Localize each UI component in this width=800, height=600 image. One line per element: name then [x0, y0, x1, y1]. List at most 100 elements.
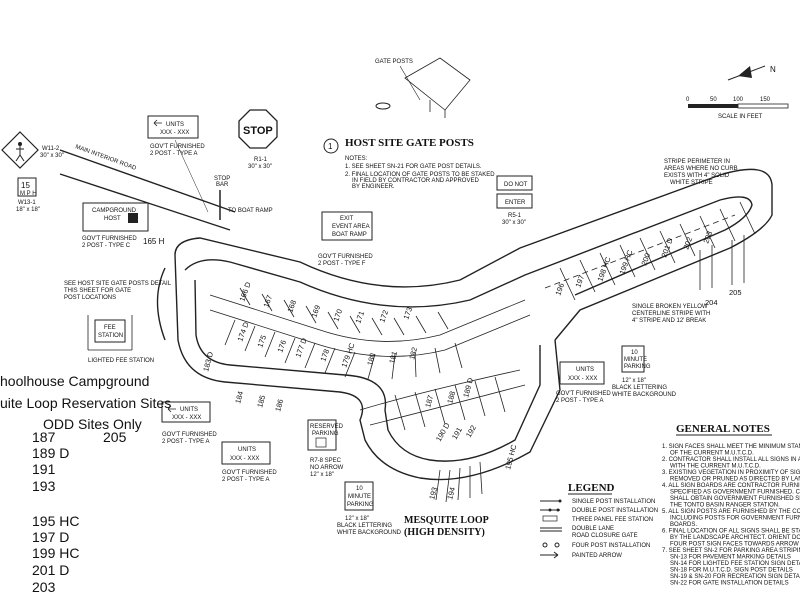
host-note-2: 2. FINAL LOCATION OF GATE POSTS TO BE ST… [345, 172, 495, 178]
general-note-line: 4. ALL SIGN BOARDS ARE CONTRACTOR FURNIS… [662, 483, 800, 489]
tm-bottom-3: PARKING [347, 502, 374, 508]
general-note-line: SHALL OBTAIN GOVERNMENT FURNISHED SIGN B… [670, 496, 800, 502]
general-note-line: SN-14 FOR LIGHTED FEE STATION SIGN DETAI… [670, 561, 800, 567]
tm-right-spec-2: BLACK LETTERING [612, 385, 667, 391]
tm-bottom-1: 10 [356, 486, 363, 492]
w13-spec-1: W13-1 [18, 200, 36, 206]
centerline-note-2: CENTERLINE STRIPE WITH [632, 311, 710, 317]
scale-tick-0: 0 [686, 97, 690, 103]
scale-tick-150: 150 [760, 97, 771, 103]
units-left-range: XXX - XXX [172, 415, 201, 421]
exit-label-2: EVENT AREA [332, 224, 370, 230]
govt-2post-a-1: GOV'T FURNISHED [150, 144, 205, 150]
r78-spec-1: R7-8 SPEC [310, 458, 342, 464]
legend: LEGEND SINGLE POST INSTALLATION DOUBLE P… [540, 482, 658, 559]
reserved-parking-sign: RESERVED PARKING R7-8 SPEC NO ARROW 12" … [307, 419, 344, 478]
stripe-note-1: STRIPE PERIMETER IN [664, 159, 730, 165]
centerline-note-1: SINGLE BROKEN YELLOW [632, 304, 708, 310]
site-number-label: 196 [553, 282, 566, 297]
units-range: XXX - XXX [160, 130, 189, 136]
host-note-1: 1. SEE SHEET SN-21 FOR GATE POST DETAILS… [345, 164, 482, 170]
general-note-line: WITH THE CURRENT M.U.T.C.D. [670, 464, 761, 470]
units-sign-top: UNITS XXX - XXX GOV'T FURNISHED 2 POST -… [147, 115, 209, 213]
site-number-label: 168 [285, 299, 298, 314]
tm-bottom-2: MINUTE [348, 494, 371, 500]
site-number-label: 191 [450, 426, 464, 441]
general-note-line: BOARDS. [670, 522, 697, 528]
units-sign-bottom: UNITS XXX - XXX GOV'T FURNISHED 2 POST -… [221, 441, 277, 483]
reservation-sites-overlay: hoolhouse Campground uite Loop Reservati… [0, 373, 220, 600]
centerline-note: SINGLE BROKEN YELLOW CENTERLINE STRIPE W… [632, 304, 710, 324]
tm-right-2: MINUTE [624, 357, 647, 363]
host-circle-number: 1 [328, 142, 333, 151]
site-number-label: 197 [573, 274, 586, 289]
site-number-label: 170 [331, 308, 344, 323]
general-note-line: 6. FINAL LOCATION OF ALL SIGNS SHALL BE … [662, 529, 800, 535]
w11-spec-2: 30" x 30" [40, 153, 64, 159]
mesquite-loop: MESQUITE LOOP [404, 515, 489, 526]
road-network [59, 149, 773, 503]
north-arrow: N [727, 65, 776, 81]
site-number-label: 185 [255, 394, 267, 408]
site-number-label: 173 [401, 306, 414, 321]
site-number-label: 174 D [235, 320, 251, 342]
host-title: HOST SITE GATE POSTS [345, 137, 474, 149]
w11-spec-1: W11-2 [42, 146, 60, 152]
r51-spec-2: 30" x 30" [502, 220, 526, 226]
general-note-line: SN-13 FOR PAVEMENT MARKING DETAILS [670, 555, 791, 561]
scale-label: SCALE IN FEET [718, 114, 763, 120]
overlay-site-7: 199 HC [32, 545, 80, 561]
site-number-label: 202 [681, 236, 694, 251]
site-number-label: 182 [407, 346, 419, 360]
general-note-line: 7. SEE SHEET SN-2 FOR PARKING AREA STRIP… [662, 548, 800, 554]
tm-bottom-spec-1: 12" x 18" [345, 516, 369, 522]
stripe-perimeter-note: STRIPE PERIMETER IN AREAS WHERE NO CURB … [664, 159, 738, 186]
general-note-line: REMOVED OR PRUNED AS DIRECTED BY LANDSCA… [670, 477, 800, 483]
host-notes-label: NOTES: [345, 156, 368, 162]
general-note-line: 2. CONTRACTOR SHALL INSTALL ALL SIGNS IN… [662, 457, 800, 463]
stop-bar-1: STOP [214, 176, 230, 182]
general-note-line: 3. EXISTING VEGETATION IN PROXIMITY OF S… [662, 470, 800, 476]
exit-sign: EXIT EVENT AREA BOAT RAMP GOV'T FURNISHE… [318, 211, 373, 267]
general-notes-title: GENERAL NOTES [676, 423, 770, 435]
site-number-label: 166 D [237, 280, 253, 302]
site-number-label: 178 [318, 348, 331, 363]
govt-2post-f-2: 2 POST - TYPE F [318, 261, 366, 267]
r78-spec-3: 12" x 18" [310, 472, 334, 478]
host-note-line-2: THIS SHEET FOR GATE [64, 288, 131, 294]
site-number-label: 201 D [659, 236, 675, 258]
mesquite-loop-title: MESQUITE LOOP (HIGH DENSITY) [404, 515, 489, 538]
campground-host-1: CAMPGROUND [92, 208, 137, 214]
general-note-line: SN-22 FOR GATE INSTALLATION DETAILS [670, 581, 789, 587]
overlay-site-4: 193 [32, 478, 56, 494]
overlay-campground-title: hoolhouse Campground [0, 373, 150, 389]
overlay-site-right: 205 [103, 429, 127, 445]
site-number-label: 205 [729, 288, 742, 297]
general-note-line: THE TONTO BASIN RANGER STATION. [670, 503, 780, 509]
legend-item-1: SINGLE POST INSTALLATION [572, 499, 655, 505]
tm-right-spec-3: WHITE BACKGROUND [612, 392, 677, 398]
site-number-label: 190 D [434, 421, 452, 443]
units-right-range: XXX - XXX [568, 376, 597, 382]
tm-right-spec-1: 12" x 18" [622, 378, 646, 384]
stripe-note-3: EXISTS WITH 4" SOLID [664, 173, 730, 179]
govt-2post-c-2: 2 POST - TYPE C [82, 243, 131, 249]
stop-spec-2: 30" x 30" [248, 164, 272, 170]
enter-label: ENTER [505, 200, 526, 206]
site-number-label: 177 D [293, 336, 309, 358]
do-not-enter-sign: DO NOT ENTER R5-1 30" x 30" [496, 175, 533, 226]
site-number-label: 172 [377, 309, 390, 324]
pedestrian-warning-sign: W11-2 30" x 30" [1, 131, 64, 169]
general-note-line: FOUR POST SIGN FACES TOWARDS ARROW ON PL… [670, 542, 800, 548]
legend-item-3: THREE PANEL FEE STATION [572, 517, 653, 523]
r78-spec-2: NO ARROW [310, 465, 344, 471]
site-number-label: 193 [427, 486, 439, 500]
overlay-loop-title: uite Loop Reservation Sites [0, 395, 172, 411]
site-number-label: 184 [233, 390, 245, 404]
units-bottom-range: XXX - XXX [230, 456, 259, 462]
stop-spec-1: R1-1 [254, 157, 268, 163]
stripe-note-2: AREAS WHERE NO CURB [664, 166, 738, 172]
gate-posts-detail: GATE POSTS [375, 57, 471, 118]
